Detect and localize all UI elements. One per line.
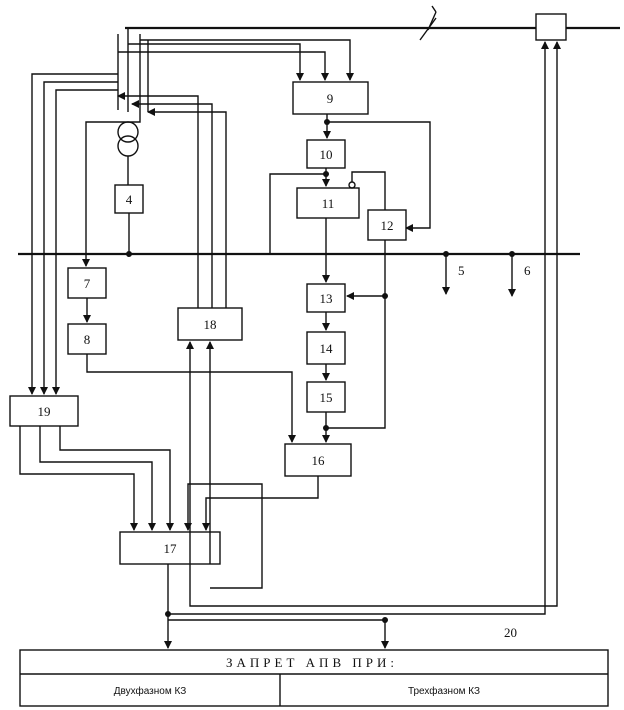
block-10-label: 10	[320, 147, 333, 162]
label-20: 20	[504, 625, 517, 640]
bottom-panel: ЗАПРЕТ АПВ ПРИ: Двухфазном КЗ Трехфазном…	[19, 649, 609, 707]
block-11	[296, 187, 360, 219]
transformer-symbol	[117, 121, 139, 185]
block-10	[306, 139, 346, 169]
block-19	[9, 395, 79, 427]
block-12	[367, 209, 407, 241]
top-line	[125, 5, 620, 41]
block-9	[292, 81, 369, 115]
block-9-label: 9	[327, 91, 334, 106]
block-18	[177, 307, 243, 341]
block-4-label: 4	[126, 192, 133, 207]
block-12-label: 12	[381, 218, 394, 233]
block-15-label: 15	[320, 390, 333, 405]
label-5: 5	[458, 263, 465, 278]
panel-title: ЗАПРЕТ АПВ ПРИ:	[226, 655, 398, 670]
block-19-label: 19	[38, 404, 51, 419]
block-17	[119, 531, 221, 565]
panel-right-label: Трехфазном КЗ	[408, 685, 480, 697]
block-15	[306, 381, 346, 413]
block-16-label: 16	[312, 453, 326, 468]
block-13-label: 13	[320, 291, 333, 306]
block-7-label: 7	[84, 276, 91, 291]
block-18-label: 18	[204, 317, 217, 332]
block-4	[114, 184, 144, 214]
block-14-label: 14	[320, 341, 334, 356]
breaker-box	[535, 13, 567, 41]
block-11-label: 11	[322, 196, 335, 211]
block-17-label: 17	[164, 541, 178, 556]
panel-left-label: Двухфазном КЗ	[114, 685, 187, 697]
wires-to-block-9	[118, 39, 354, 81]
block-8-label: 8	[84, 332, 91, 347]
label-6: 6	[524, 263, 531, 278]
block-7	[67, 267, 107, 299]
block-14	[306, 331, 346, 365]
block-8	[67, 323, 107, 355]
